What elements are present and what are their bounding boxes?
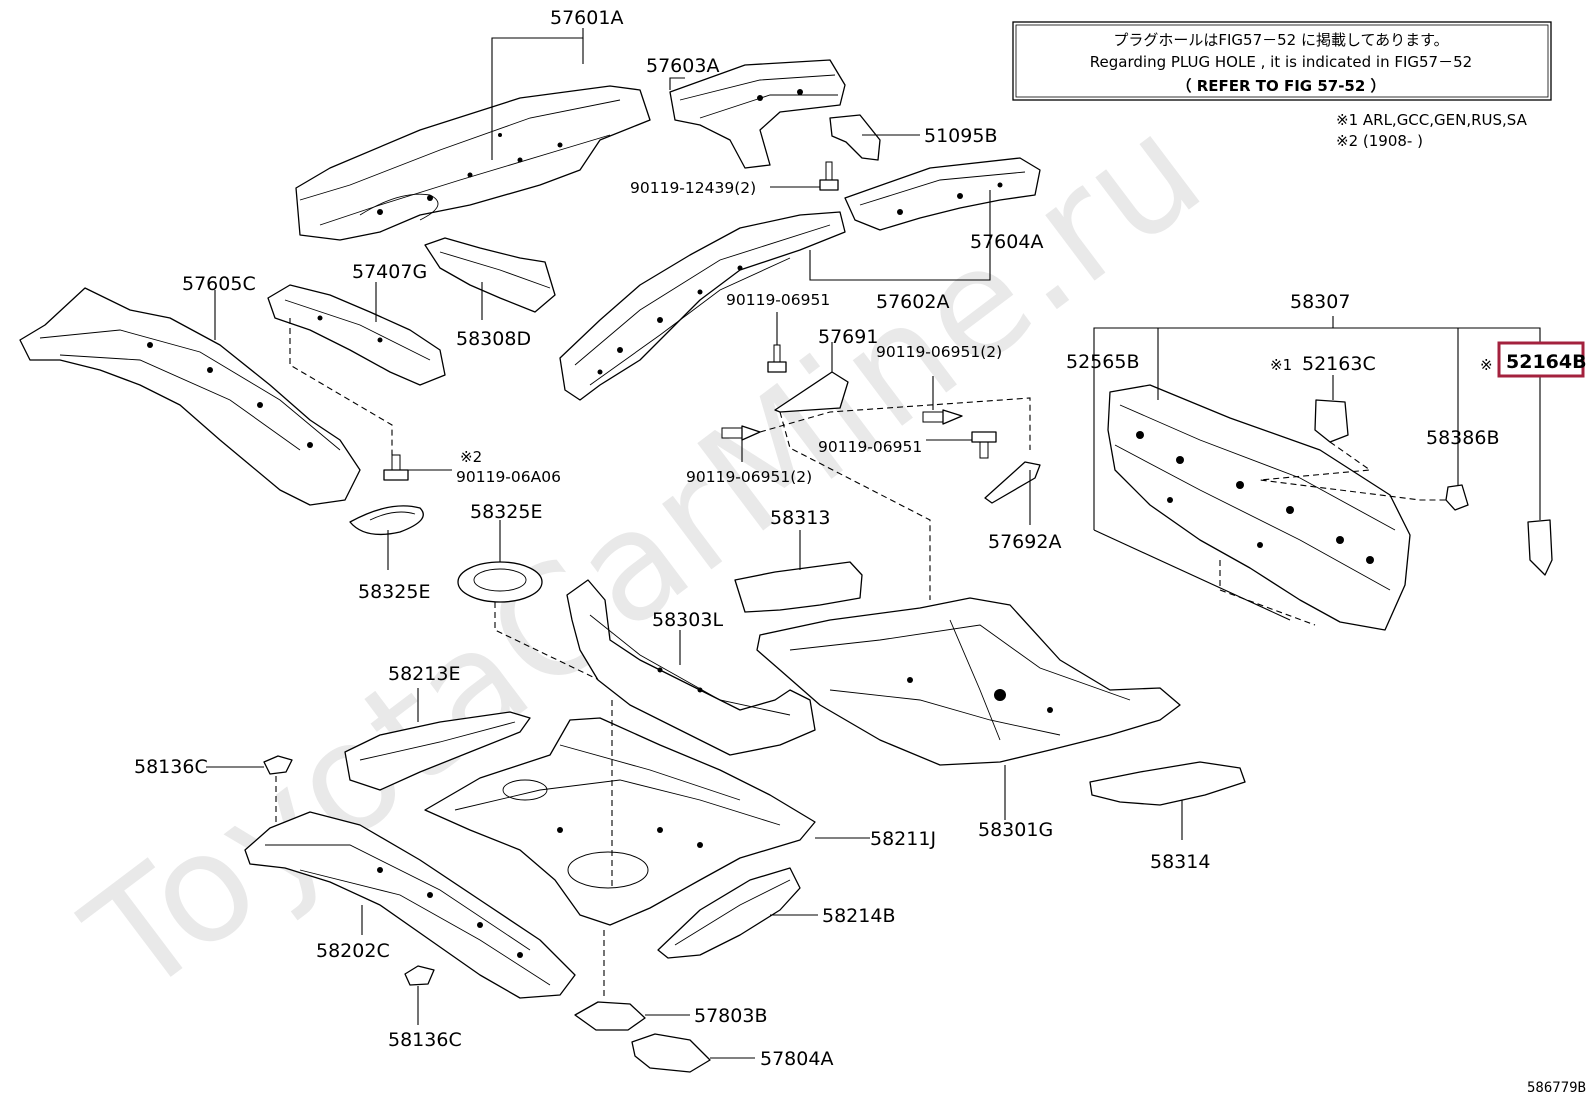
part-58307-drawing: [1107, 384, 1411, 631]
label-57602A[interactable]: 57602A: [876, 291, 949, 313]
part-57605C-drawing: [19, 287, 361, 506]
part-52163C-drawing: [1314, 399, 1349, 443]
label-57692A[interactable]: 57692A: [988, 531, 1061, 553]
part-57603A-drawing: [669, 59, 846, 169]
part-58214B-drawing: [657, 867, 801, 959]
label-57605C[interactable]: 57605C: [182, 273, 256, 295]
label-58213E[interactable]: 58213E: [388, 663, 460, 685]
label-90119-06A06[interactable]: 90119-06A06: [456, 468, 561, 486]
bolt-90119-06951-drawing: [721, 344, 997, 459]
part-57803B-drawing: [574, 1001, 646, 1031]
label-90119-12439[interactable]: 90119-12439(2): [630, 179, 756, 197]
part-57602A-drawing: [559, 211, 846, 401]
label-58386B[interactable]: 58386B: [1426, 427, 1499, 449]
part-52164B-drawing: [1527, 519, 1553, 576]
label-58214B[interactable]: 58214B: [822, 905, 895, 927]
label-58308D[interactable]: 58308D: [456, 328, 531, 350]
note-line-jp: プラグホールはFIG57－52 に掲載してあります。: [1113, 31, 1448, 49]
label-58325E-left[interactable]: 58325E: [358, 581, 430, 603]
label-58313[interactable]: 58313: [770, 507, 830, 529]
label-90119-06951-2-b[interactable]: 90119-06951(2): [686, 468, 812, 486]
label-57804A[interactable]: 57804A: [760, 1048, 833, 1070]
label-51095B[interactable]: 51095B: [924, 125, 997, 147]
label-52164B[interactable]: 52164B: [1506, 351, 1587, 373]
label-58303L[interactable]: 58303L: [652, 609, 723, 631]
part-57692A-drawing: [984, 461, 1041, 504]
note-line-en: Regarding PLUG HOLE , it is indicated in…: [1090, 53, 1472, 71]
part-57601A-drawing: [295, 85, 651, 241]
highlight-52164B[interactable]: [1497, 341, 1585, 378]
part-58308D-drawing: [424, 237, 556, 313]
label-58301G[interactable]: 58301G: [978, 819, 1053, 841]
part-58386B-drawing: [1445, 484, 1469, 511]
label-52163C[interactable]: 52163C: [1302, 353, 1376, 375]
part-51095B-drawing: [829, 114, 881, 161]
diagram-code: 586779B: [1527, 1080, 1586, 1096]
part-58136C-bottom-drawing: [404, 965, 435, 986]
part-58136C-top-drawing: [263, 755, 293, 775]
part-58202C-drawing: [244, 811, 576, 999]
label-58136C-bottom[interactable]: 58136C: [388, 1029, 462, 1051]
mark-note1: ※1: [1270, 356, 1292, 374]
label-52565B[interactable]: 52565B: [1066, 351, 1139, 373]
label-58325E-right[interactable]: 58325E: [470, 501, 542, 523]
part-58303L-drawing: [566, 579, 816, 756]
label-57604A[interactable]: 57604A: [970, 231, 1043, 253]
label-58136C-top[interactable]: 58136C: [134, 756, 208, 778]
mark-note: ※: [1480, 356, 1493, 374]
note-line-refer: （ REFER TO FIG 57-52 ）: [1176, 77, 1385, 95]
part-57691-drawing: [774, 371, 849, 413]
part-58301G-drawing: [756, 597, 1181, 766]
label-57601A[interactable]: 57601A: [550, 7, 623, 29]
part-58325E-right-drawing: [457, 561, 543, 603]
label-90119-06951-top[interactable]: 90119-06951: [726, 291, 830, 309]
mark-note2: ※2: [460, 448, 482, 466]
part-58314-drawing: [1089, 761, 1246, 806]
part-58213E-drawing: [344, 711, 531, 791]
footnote-1: ※1 ARL,GCC,GEN,RUS,SA: [1336, 111, 1528, 129]
label-58307[interactable]: 58307: [1290, 291, 1350, 313]
bolt-90119-06A06-drawing: [383, 454, 409, 481]
label-57603A[interactable]: 57603A: [646, 55, 719, 77]
label-57691[interactable]: 57691: [818, 326, 878, 348]
label-58314[interactable]: 58314: [1150, 851, 1210, 873]
label-90119-06951-2-a[interactable]: 90119-06951(2): [876, 343, 1002, 361]
label-90119-06951-mid[interactable]: 90119-06951: [818, 438, 922, 456]
label-57407G[interactable]: 57407G: [352, 261, 427, 283]
note-box: プラグホールはFIG57－52 に掲載してあります。 Regarding PLU…: [1012, 21, 1552, 101]
part-57407G-drawing: [267, 284, 446, 386]
label-58211J[interactable]: 58211J: [870, 828, 936, 850]
footnote-2: ※2 (1908- ): [1336, 132, 1423, 150]
label-58202C[interactable]: 58202C: [316, 940, 390, 962]
part-57804A-drawing: [631, 1033, 711, 1073]
part-58325E-left-drawing: [349, 505, 424, 536]
part-58211J-drawing: [424, 717, 816, 926]
bolt-90119-12439-drawing: [819, 161, 839, 191]
part-labels: 57601A 57603A 51095B 90119-12439(2) 5760…: [134, 7, 1587, 1096]
label-57803B[interactable]: 57803B: [694, 1005, 767, 1027]
part-57604A-drawing: [844, 157, 1041, 231]
